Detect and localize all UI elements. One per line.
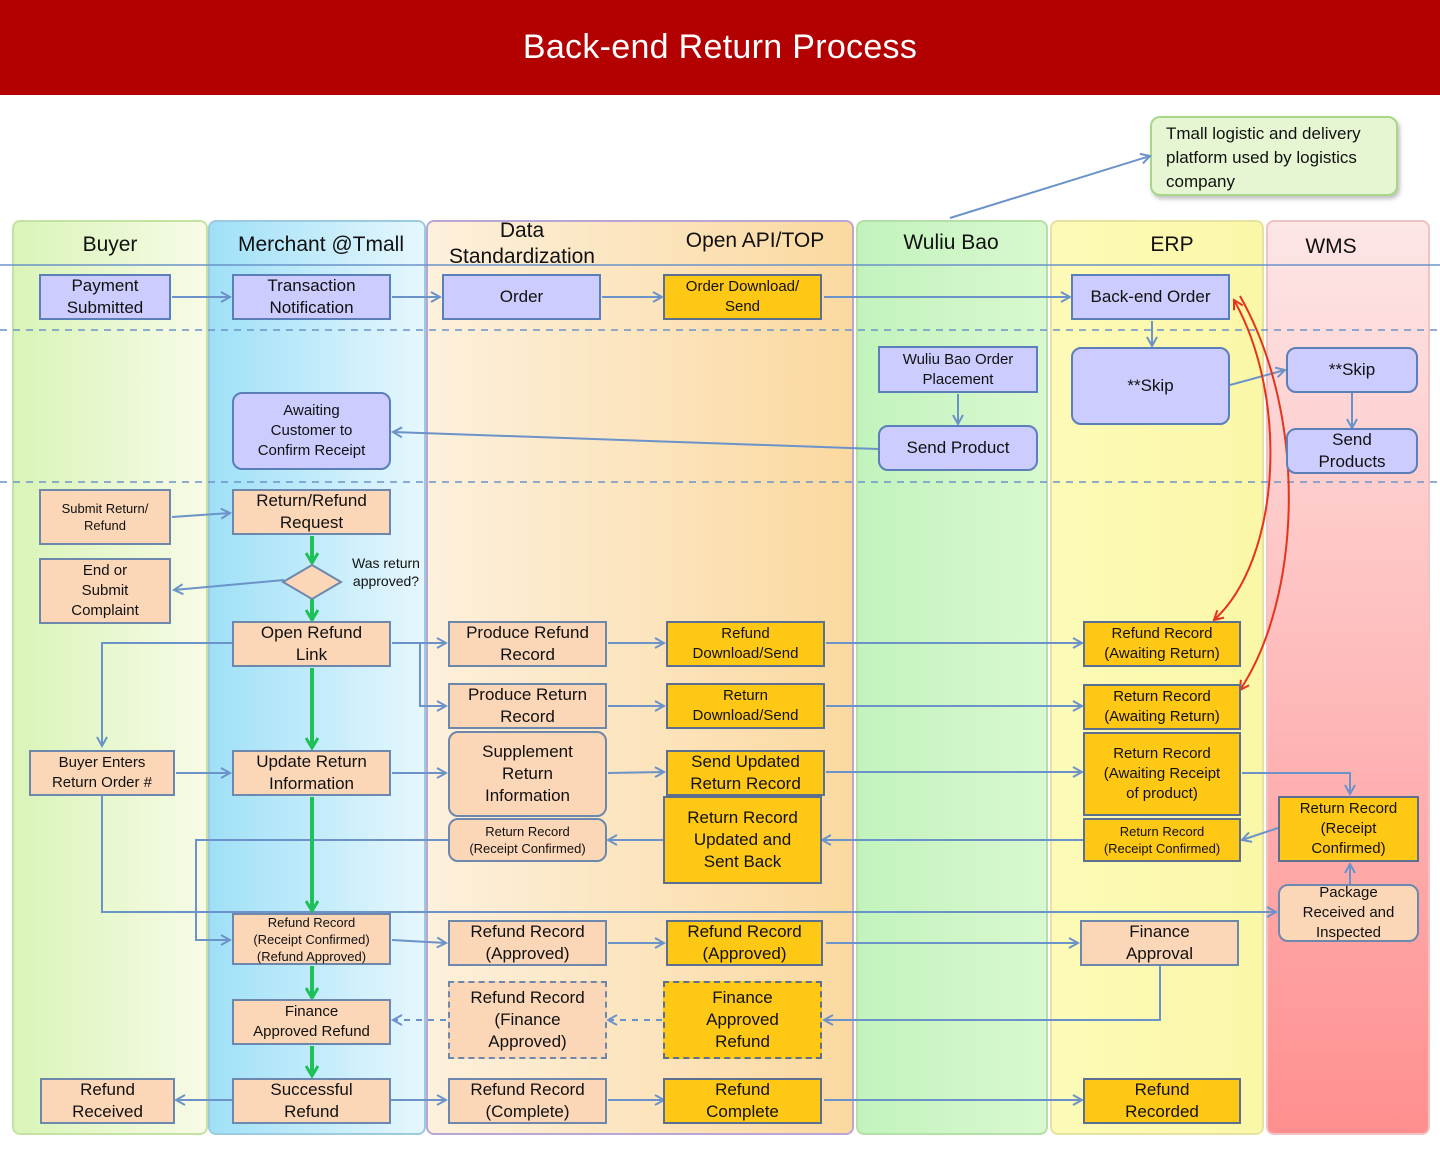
successful-refund: Successful Refund	[232, 1078, 391, 1124]
backend-order: Back-end Order	[1071, 274, 1230, 320]
return-record-updated-sent-back: Return Record Updated and Sent Back	[663, 796, 822, 884]
send-updated-return-record: Send Updated Return Record	[666, 750, 825, 796]
lane-title-merchant: Merchant @Tmall	[237, 233, 405, 256]
produce-refund-record: Produce Refund Record	[448, 621, 607, 667]
refund-download-send: Refund Download/Send	[666, 621, 825, 667]
erp-return-record-awaiting-return: Return Record (Awaiting Return)	[1083, 684, 1241, 730]
wms-return-record-receipt-confirmed: Return Record (Receipt Confirmed)	[1278, 796, 1419, 862]
send-products: Send Products	[1286, 428, 1418, 474]
lane-title-buyer: Buyer	[82, 233, 138, 256]
row-separators	[0, 264, 1440, 483]
title-bar: Back-end Return Process	[0, 0, 1440, 95]
erp-refund-recorded: Refund Recorded	[1083, 1078, 1241, 1124]
erp-return-record-receipt-confirmed: Return Record (Receipt Confirmed)	[1083, 818, 1241, 862]
lane-title-open-api: Open API/TOP	[685, 229, 825, 252]
return-refund-request: Return/Refund Request	[232, 489, 391, 535]
erp-refund-record-awaiting-return: Refund Record (Awaiting Return)	[1083, 621, 1241, 667]
finance-approved-refund: Finance Approved Refund	[232, 999, 391, 1045]
produce-return-record: Produce Return Record	[448, 683, 607, 729]
update-return-information: Update Return Information	[232, 750, 391, 796]
end-or-submit-complaint: End or Submit Complaint	[39, 558, 171, 624]
logistics-note: Tmall logistic and delivery platform use…	[1150, 116, 1398, 196]
red-sync-arrows	[1214, 295, 1290, 690]
erp-return-record-awaiting-receipt: Return Record (Awaiting Receipt of produ…	[1083, 732, 1241, 816]
submit-return-refund: Submit Return/ Refund	[39, 489, 171, 545]
lane-buyer	[12, 220, 208, 1135]
order-download-send: Order Download/ Send	[663, 274, 822, 320]
package-received-inspected: Package Received and Inspected	[1278, 884, 1419, 942]
order: Order	[442, 274, 601, 320]
ds-return-record-receipt-confirmed: Return Record (Receipt Confirmed)	[448, 818, 607, 862]
approval-decision-diamond	[281, 563, 343, 601]
lane-title-data-standardization: Data Standardization	[449, 219, 595, 268]
wms-skip: **Skip	[1286, 347, 1418, 393]
lane-merchant	[208, 220, 426, 1135]
flow-arrows	[102, 156, 1352, 1100]
erp-skip: **Skip	[1071, 347, 1230, 425]
buyer-enters-return-order: Buyer Enters Return Order #	[29, 750, 175, 796]
lane-title-erp: ERP	[1150, 233, 1194, 256]
lane-title-wuliu: Wuliu Bao	[903, 231, 999, 254]
refund-received: Refund Received	[40, 1078, 175, 1124]
decision-label: Was return approved?	[352, 555, 420, 589]
api-refund-complete: Refund Complete	[663, 1078, 822, 1124]
awaiting-customer-confirm: Awaiting Customer to Confirm Receipt	[232, 392, 391, 470]
api-finance-approved-refund: Finance Approved Refund	[663, 981, 822, 1059]
return-download-send: Return Download/Send	[666, 683, 825, 729]
finance-approval: Finance Approval	[1080, 920, 1239, 966]
wuliu-bao-order-placement: Wuliu Bao Order Placement	[878, 346, 1038, 393]
ds-refund-record-finance-approved: Refund Record (Finance Approved)	[448, 981, 607, 1059]
send-product: Send Product	[878, 425, 1038, 471]
transaction-notification: Transaction Notification	[232, 274, 391, 320]
open-refund-link: Open Refund Link	[232, 621, 391, 667]
merchant-refund-record-approved: Refund Record (Receipt Confirmed) (Refun…	[232, 913, 391, 965]
ds-refund-record-approved: Refund Record (Approved)	[448, 920, 607, 966]
lane-title-wms: WMS	[1305, 235, 1357, 258]
page-title: Back-end Return Process	[522, 28, 918, 66]
payment-submitted: Payment Submitted	[39, 274, 171, 320]
api-refund-record-approved: Refund Record (Approved)	[666, 920, 823, 966]
supplement-return-information: Supplement Return Information	[448, 731, 607, 817]
ds-refund-record-complete: Refund Record (Complete)	[448, 1078, 607, 1124]
